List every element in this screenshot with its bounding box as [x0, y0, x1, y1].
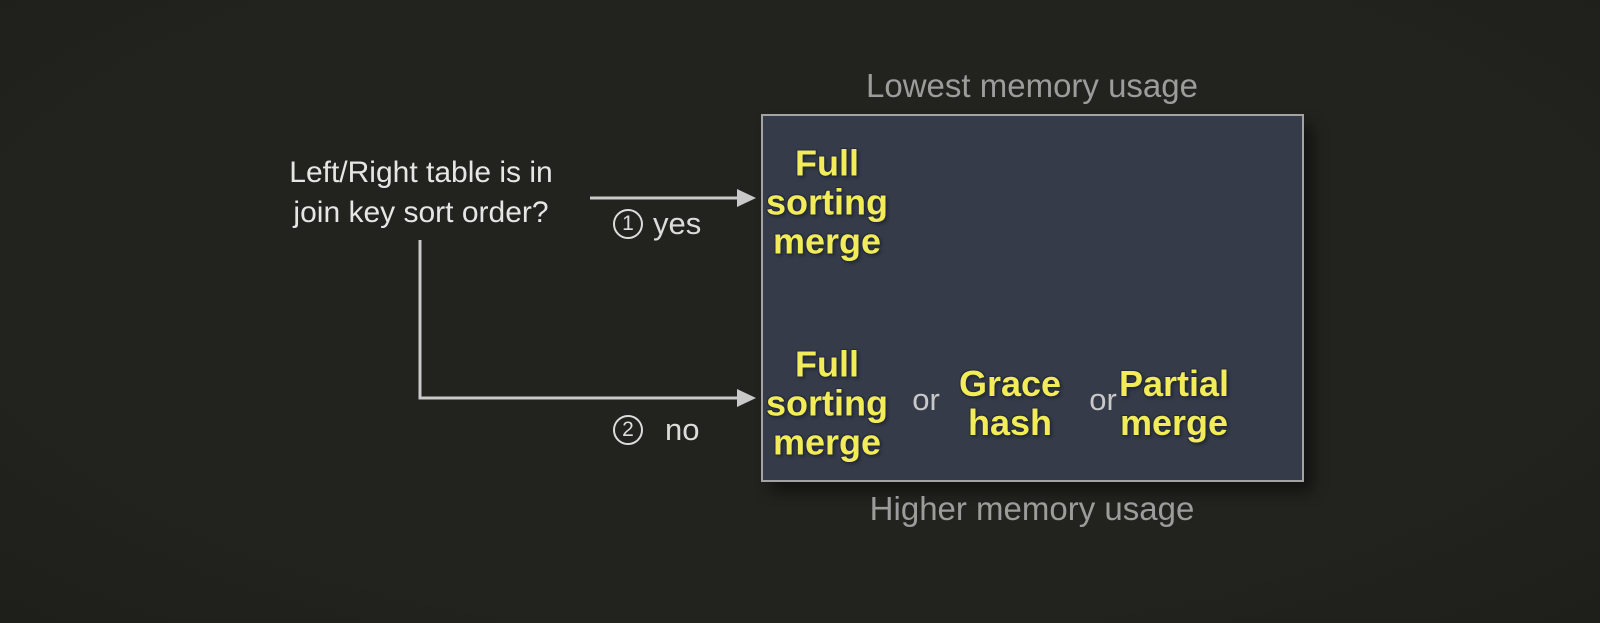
algo-line: merge	[772, 220, 882, 262]
join-algorithms-box: Full sorting merge Full sorting merge or…	[761, 114, 1304, 482]
algo-full-sorting-merge-unsorted: Full sorting merge	[766, 345, 888, 462]
no-arrowhead-icon	[737, 389, 756, 407]
algo-line: Grace	[958, 363, 1062, 404]
branch-yes-word: yes	[653, 206, 702, 241]
branch-yes-number: 1	[622, 212, 634, 235]
circled-2-icon: 2	[613, 415, 643, 445]
algo-grace-hash: Grace hash	[959, 364, 1061, 442]
branch-no-number: 2	[622, 418, 634, 441]
circled-1-icon: 1	[613, 209, 643, 239]
higher-memory-label: Higher memory usage	[869, 490, 1195, 527]
lowest-memory-label: Lowest memory usage	[866, 67, 1198, 104]
algo-line: Full	[795, 142, 859, 184]
algo-line: hash	[967, 402, 1053, 443]
or-separator-1: or	[912, 382, 940, 417]
algo-full-sorting-merge-sorted: Full sorting merge	[766, 144, 888, 261]
question-line-1: Left/Right table is in	[289, 156, 553, 189]
branch-no-word: no	[665, 412, 700, 447]
question-line-2: join key sort order?	[293, 196, 549, 229]
algo-line: Partial	[1118, 363, 1230, 404]
no-arrow-line	[418, 240, 740, 400]
branch-no-label: 2 no	[613, 412, 699, 448]
branch-yes-label: 1 yes	[613, 206, 701, 242]
yes-arrowhead-icon	[737, 189, 756, 207]
algo-partial-merge: Partial merge	[1119, 364, 1229, 442]
or-separator-2: or	[1089, 382, 1117, 417]
algo-line: merge	[1119, 402, 1229, 443]
algo-line: Full	[795, 343, 859, 385]
question-text: Left/Right table is in join key sort ord…	[289, 153, 552, 233]
algo-line: sorting	[766, 181, 888, 223]
algo-line: merge	[772, 421, 882, 463]
algo-line: sorting	[766, 382, 888, 424]
